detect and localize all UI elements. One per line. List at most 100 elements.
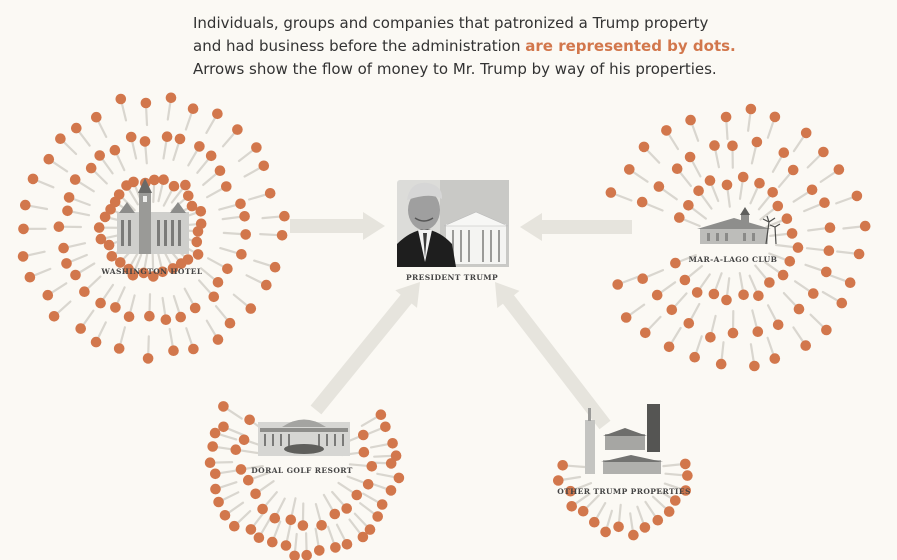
doral-patron-dot[interactable] [230, 444, 242, 456]
washington-patron-dot[interactable] [158, 174, 169, 185]
maralago-patron-dot[interactable] [738, 289, 749, 301]
doral-patron-dot[interactable] [257, 503, 268, 515]
maralago-patron-dot[interactable] [720, 111, 732, 123]
maralago-patron-dot[interactable] [806, 184, 818, 196]
maralago-patron-dot[interactable] [781, 213, 793, 224]
washington-patron-dot[interactable] [188, 343, 199, 355]
doral-patron-dot[interactable] [213, 496, 224, 508]
washington-patron-dot[interactable] [61, 258, 72, 269]
maralago-patron-dot[interactable] [727, 327, 739, 339]
washington-patron-dot[interactable] [191, 236, 203, 248]
washington-patron-dot[interactable] [180, 179, 191, 191]
maralago-patron-dot[interactable] [821, 266, 832, 278]
washington-patron-dot[interactable] [94, 150, 105, 161]
doral-patron-dot[interactable] [253, 532, 265, 543]
washington-patron-dot[interactable] [167, 263, 179, 274]
maralago-patron-dot[interactable] [753, 290, 764, 302]
other-patron-dot[interactable] [639, 522, 651, 533]
doral-patron-dot[interactable] [362, 479, 374, 490]
washington-patron-dot[interactable] [139, 136, 151, 147]
doral-patron-dot[interactable] [238, 434, 250, 446]
washington-patron-dot[interactable] [148, 271, 159, 282]
doral-patron-dot[interactable] [372, 511, 384, 522]
washington-patron-dot[interactable] [58, 242, 69, 254]
maralago-patron-dot[interactable] [708, 288, 720, 300]
washington-patron-dot[interactable] [192, 249, 204, 260]
maralago-patron-dot[interactable] [754, 177, 765, 189]
node-doral-golf-resort[interactable]: DORAL GOLF RESORT [251, 419, 353, 476]
washington-patron-dot[interactable] [175, 311, 186, 323]
washington-patron-dot[interactable] [222, 263, 233, 275]
washington-patron-dot[interactable] [138, 267, 149, 279]
maralago-patron-dot[interactable] [671, 163, 683, 174]
washington-patron-dot[interactable] [208, 291, 220, 303]
doral-patron-dot[interactable] [218, 401, 229, 412]
maralago-patron-dot[interactable] [767, 187, 778, 198]
maralago-patron-dot[interactable] [793, 303, 805, 315]
washington-patron-dot[interactable] [123, 263, 134, 275]
doral-patron-dot[interactable] [289, 550, 300, 560]
maralago-patron-dot[interactable] [691, 287, 703, 298]
doral-patron-dot[interactable] [210, 468, 221, 480]
doral-patron-dot[interactable] [380, 421, 391, 433]
maralago-patron-dot[interactable] [769, 353, 781, 364]
washington-patron-dot[interactable] [115, 93, 127, 105]
doral-patron-dot[interactable] [364, 524, 376, 535]
washington-patron-dot[interactable] [264, 188, 276, 199]
washington-patron-dot[interactable] [183, 190, 194, 202]
doral-patron-dot[interactable] [316, 520, 327, 531]
washington-patron-dot[interactable] [195, 206, 207, 217]
maralago-patron-dot[interactable] [693, 185, 704, 197]
washington-patron-dot[interactable] [43, 153, 55, 165]
maralago-patron-dot[interactable] [821, 324, 832, 336]
doral-patron-dot[interactable] [207, 441, 218, 452]
maralago-patron-dot[interactable] [679, 274, 691, 286]
washington-patron-dot[interactable] [212, 334, 224, 345]
doral-patron-dot[interactable] [285, 514, 297, 526]
doral-patron-dot[interactable] [235, 464, 247, 475]
doral-patron-dot[interactable] [330, 542, 341, 553]
washington-patron-dot[interactable] [17, 251, 29, 262]
washington-patron-dot[interactable] [194, 141, 205, 152]
washington-patron-dot[interactable] [214, 165, 226, 176]
maralago-patron-dot[interactable] [651, 289, 663, 301]
other-patron-dot[interactable] [670, 495, 681, 506]
washington-patron-dot[interactable] [189, 302, 201, 314]
node-other-trump-properties[interactable]: OTHER TRUMP PROPERTIES [557, 404, 691, 496]
maralago-patron-dot[interactable] [624, 164, 635, 175]
doral-patron-dot[interactable] [269, 512, 281, 524]
other-patron-dot[interactable] [565, 485, 576, 497]
washington-patron-dot[interactable] [85, 162, 97, 174]
washington-patron-dot[interactable] [279, 210, 290, 222]
washington-patron-dot[interactable] [144, 310, 155, 322]
washington-patron-dot[interactable] [27, 173, 39, 185]
washington-patron-dot[interactable] [165, 92, 177, 104]
doral-patron-dot[interactable] [210, 483, 221, 495]
washington-patron-dot[interactable] [20, 199, 31, 211]
maralago-patron-dot[interactable] [784, 255, 796, 267]
washington-patron-dot[interactable] [261, 279, 272, 291]
other-patron-dot[interactable] [553, 475, 564, 486]
doral-patron-dot[interactable] [243, 474, 254, 486]
washington-patron-dot[interactable] [221, 181, 232, 192]
node-washington-hotel[interactable]: WASHINGTON HOTEL [100, 178, 203, 276]
washington-patron-dot[interactable] [18, 223, 29, 235]
doral-patron-dot[interactable] [244, 414, 255, 426]
maralago-patron-dot[interactable] [752, 326, 764, 338]
washington-patron-dot[interactable] [232, 124, 243, 135]
other-patron-dot[interactable] [628, 529, 639, 541]
washington-patron-dot[interactable] [75, 323, 86, 334]
maralago-patron-dot[interactable] [620, 312, 632, 323]
doral-patron-dot[interactable] [209, 427, 221, 439]
washington-patron-dot[interactable] [240, 229, 251, 240]
doral-patron-dot[interactable] [245, 524, 257, 535]
washington-patron-dot[interactable] [235, 198, 246, 210]
doral-patron-dot[interactable] [297, 520, 309, 531]
hub-president-trump[interactable]: PRESIDENT TRUMP [397, 180, 509, 282]
washington-patron-dot[interactable] [149, 174, 160, 186]
maralago-patron-dot[interactable] [683, 318, 695, 329]
washington-patron-dot[interactable] [245, 303, 257, 314]
other-patron-dot[interactable] [557, 460, 568, 471]
washington-patron-dot[interactable] [53, 221, 65, 232]
maralago-patron-dot[interactable] [653, 181, 665, 192]
